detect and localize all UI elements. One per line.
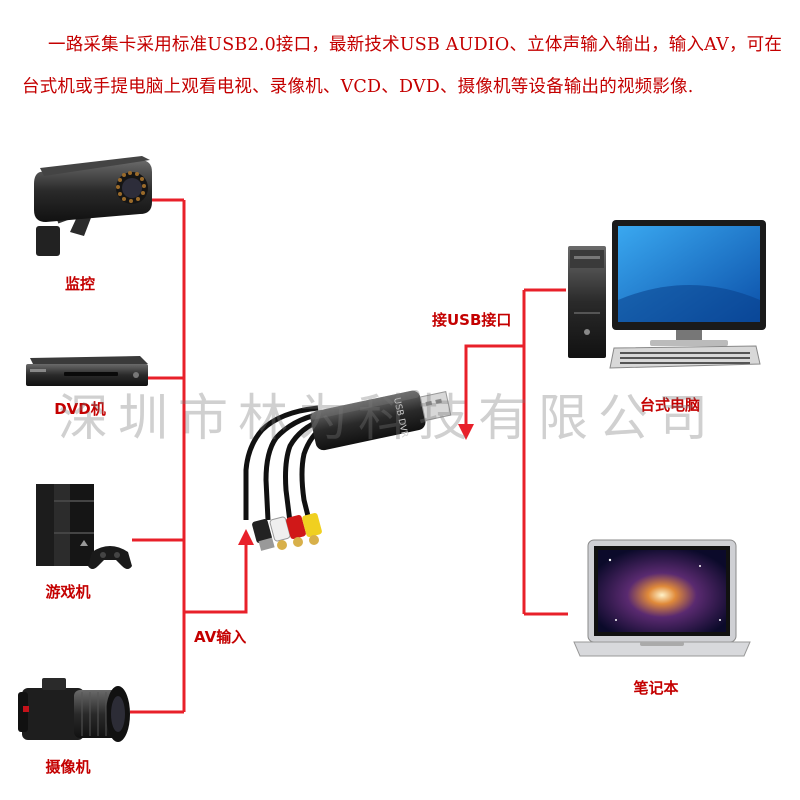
label-video-camera: 摄像机: [45, 758, 90, 776]
label-usb-interface: 接USB接口: [432, 311, 511, 329]
intro-text: 一路采集卡采用标准USB2.0接口，最新技术USB AUDIO、立体声输入输出，…: [22, 35, 783, 97]
usb-capture-card-icon: USB DVR: [243, 389, 452, 551]
game-console-icon: [36, 484, 132, 569]
label-surveillance: 监控: [65, 275, 95, 293]
laptop-icon: [573, 539, 751, 657]
video-camera-icon: [18, 678, 130, 742]
label-game-console: 游戏机: [45, 583, 90, 601]
left-connection-lines: [130, 198, 248, 714]
right-connection-lines: [464, 288, 568, 616]
desktop-computer-icon: [568, 220, 766, 369]
surveillance-camera-icon: [34, 156, 152, 256]
dvd-player-icon: [26, 356, 148, 386]
label-laptop: 笔记本: [633, 679, 678, 697]
label-av-input: AV输入: [194, 628, 246, 646]
label-desktop: 台式电脑: [640, 396, 700, 414]
av-input-arrow-icon: [238, 529, 254, 545]
usb-arrow-icon: [458, 424, 474, 440]
label-dvd: DVD机: [54, 400, 106, 418]
